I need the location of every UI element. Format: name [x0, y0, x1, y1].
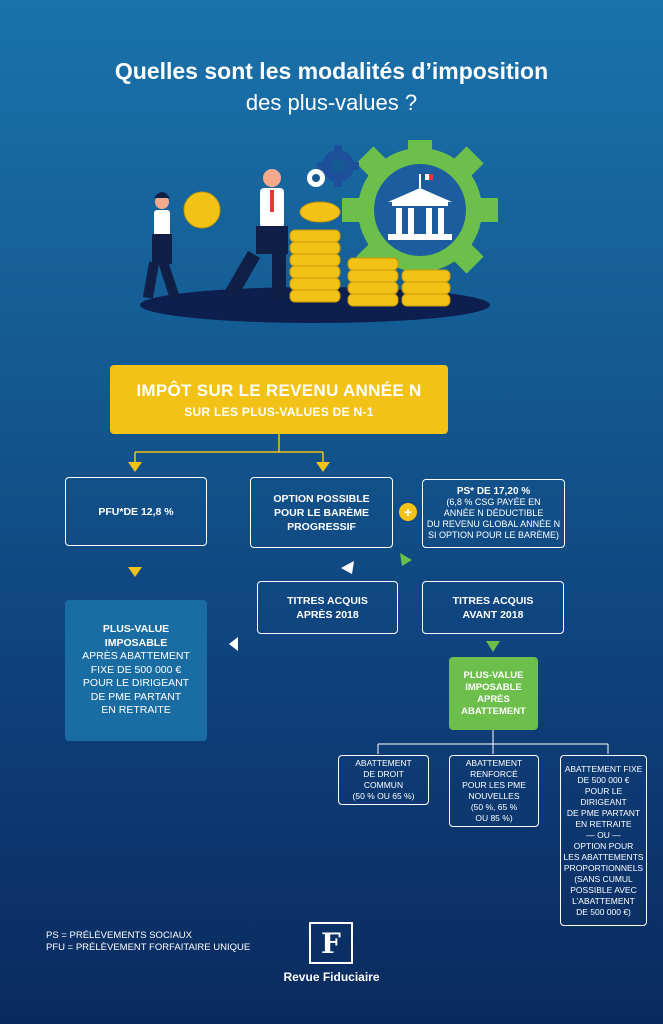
abattement-droit-commun-box: ABATTEMENT DE DROIT COMMUN (50 % OU 65 %…	[338, 755, 429, 805]
abattement-renforce-box: ABATTEMENT RENFORCÉ POUR LES PME NOUVELL…	[449, 755, 539, 827]
pv-blue-bold: IMPOSABLE	[104, 636, 168, 649]
main-box-title: IMPÔT SUR LE REVENU ANNÉE N	[136, 380, 422, 400]
abat3-line: DE PME PARTANT	[566, 807, 641, 818]
small-gear-icon-2	[307, 169, 325, 187]
arrow-down-green-icon	[486, 641, 500, 652]
abat3-line: LES ABATTEMENTS	[563, 851, 644, 862]
logo-letter: F	[321, 926, 341, 960]
pv-blue-line: FIXE DE 500 000 €	[90, 663, 182, 676]
abat3-line: DE 500 000 €)	[576, 906, 631, 917]
main-box: IMPÔT SUR LE REVENU ANNÉE N SUR LES PLUS…	[110, 365, 448, 434]
abat1-line: (50 % OU 65 %)	[352, 791, 415, 801]
pv-green-line: IMPOSABLE	[465, 681, 522, 693]
abat3-line: ABATTEMENT FIXE	[564, 763, 643, 774]
abat2-line: ABATTEMENT	[465, 758, 523, 768]
titres-avant-line: TITRES ACQUIS	[452, 594, 534, 607]
option-box: OPTION POSSIBLE POUR LE BARÈME PROGRESSI…	[250, 477, 393, 548]
abattement-fixe-box: ABATTEMENT FIXE DE 500 000 € POUR LE DIR…	[560, 755, 647, 926]
pfu-label: PFU*DE 12,8 %	[98, 505, 174, 518]
pv-blue-bold: PLUS-VALUE	[102, 623, 170, 636]
titres-avant-box: TITRES ACQUIS AVANT 2018	[422, 581, 564, 634]
option-line: POUR LE BARÈME	[273, 506, 370, 519]
abat3-line: — OU —	[586, 829, 621, 840]
pv-blue-line: APRÈS ABATTEMENT	[82, 650, 190, 663]
pv-blue-line: DE PME PARTANT	[90, 690, 182, 703]
footnote-pfu: PFU = PRÉLÈVEMENT FORFAITAIRE UNIQUE	[46, 942, 251, 953]
option-line: OPTION POSSIBLE	[273, 492, 370, 505]
coin-stack-icon	[289, 201, 451, 307]
abat2-line: NOUVELLES	[468, 791, 520, 801]
arrow-down-icon	[128, 462, 142, 472]
ps-line: (6,8 % CSG PAYÉE EN	[446, 497, 541, 507]
small-gear-icon	[317, 145, 359, 187]
pv-blue-line: EN RETRAITE	[101, 704, 171, 717]
ps-line: DU REVENU GLOBAL ANNÉE N	[426, 519, 561, 529]
pfu-box: PFU*DE 12,8 %	[65, 477, 207, 546]
abat3-line: DIRIGEANT	[580, 796, 627, 807]
arrow-down-white-icon	[341, 561, 354, 574]
abat2-line: OU 85 %)	[475, 813, 513, 823]
ps-box: PS* DE 17,20 % (6,8 % CSG PAYÉE EN ANNÉE…	[422, 479, 565, 548]
illustration	[140, 140, 498, 323]
main-box-subtitle: SUR LES PLUS-VALUES DE N-1	[184, 404, 374, 419]
pv-green-line: ABATTEMENT	[461, 705, 526, 717]
person-icon	[142, 191, 221, 299]
page-title: Quelles sont les modalités d’imposition	[114, 58, 549, 84]
titres-apres-line: APRÈS 2018	[296, 608, 359, 621]
abat3-line: DE 500 000 €	[577, 774, 630, 785]
pv-green-line: PLUS-VALUE	[463, 669, 524, 681]
ps-line: SI OPTION POUR LE BARÈME)	[427, 530, 560, 540]
abat1-line: COMMUN	[363, 780, 404, 790]
abat3-line: EN RETRAITE	[575, 818, 632, 829]
abat3-line: PROPORTIONNELS	[563, 862, 644, 873]
person-icon-2	[224, 169, 288, 300]
abat3-line: OPTION POUR	[573, 840, 634, 851]
abat2-line: (50 %, 65 %	[470, 802, 518, 812]
pv-green-line: APRÈS	[477, 693, 510, 705]
arrow-down-icon	[316, 462, 330, 472]
option-line: PROGRESSIF	[287, 520, 356, 533]
arrow-down-green-icon	[400, 553, 412, 566]
plus-value-blue-box: PLUS-VALUE IMPOSABLE APRÈS ABATTEMENT FI…	[65, 600, 207, 741]
abat3-line: POUR LE	[584, 785, 623, 796]
abat3-line: L’ABATTEMENT	[572, 895, 635, 906]
logo-text: Revue Fiduciaire	[283, 970, 380, 984]
arrow-down-icon	[128, 567, 142, 577]
plus-value-green-box: PLUS-VALUE IMPOSABLE APRÈS ABATTEMENT	[449, 657, 538, 730]
titres-apres-box: TITRES ACQUIS APRÈS 2018	[257, 581, 398, 634]
abat2-line: RENFORCÉ	[470, 769, 518, 779]
ps-line: ANNÉE N DÉDUCTIBLE	[443, 508, 544, 518]
footnote-ps: PS = PRÉLÈVEMENTS SOCIAUX	[46, 930, 192, 941]
ps-title: PS* DE 17,20 %	[456, 486, 531, 497]
logo-icon: F	[309, 922, 353, 964]
plus-icon: +	[399, 503, 417, 521]
abat3-line: (SANS CUMUL	[574, 873, 633, 884]
abat1-line: DE DROIT	[363, 769, 404, 779]
building-icon	[388, 174, 452, 240]
pv-blue-line: POUR LE DIRIGEANT	[82, 677, 190, 690]
abat1-line: ABATTEMENT	[355, 758, 412, 768]
page-subtitle: des plus-values ?	[245, 90, 418, 115]
arrow-left-icon	[229, 637, 238, 651]
plus-sign: +	[403, 504, 413, 520]
abat2-line: POUR LES PME	[462, 780, 526, 790]
titres-apres-line: TITRES ACQUIS	[287, 594, 368, 607]
abat3-line: POSSIBLE AVEC	[570, 884, 637, 895]
titres-avant-line: AVANT 2018	[462, 608, 524, 621]
footnotes: PS = PRÉLÈVEMENTS SOCIAUX PFU = PRÉLÈVEM…	[46, 930, 250, 954]
